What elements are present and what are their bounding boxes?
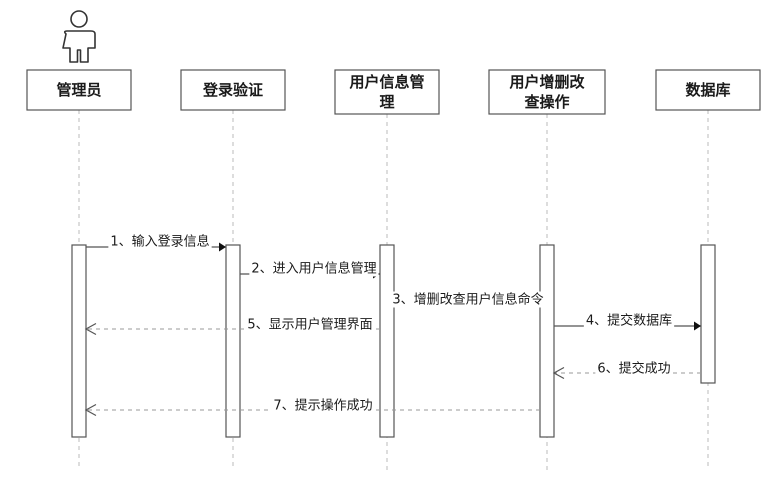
lifeline-box-database[interactable] (655, 69, 761, 111)
lifeline-box-admin[interactable] (26, 69, 132, 111)
message-arrowhead-4 (694, 321, 701, 331)
actor-head-icon (70, 10, 88, 28)
lifeline-box-user-info-manage[interactable] (334, 69, 440, 115)
message-label-6: 6、提交成功 (597, 361, 670, 377)
lifeline-box-login-verify[interactable] (180, 69, 286, 111)
message-2[interactable]: 2、进入用户信息管理 (240, 260, 380, 279)
activation-bar-admin (71, 244, 87, 438)
actor-layer (62, 10, 96, 63)
message-label-bg-1 (108, 233, 212, 250)
message-label-bg-6 (595, 360, 673, 377)
lifeline-label-user-info-manage: 用户信息管理 (349, 73, 424, 111)
message-label-bg-5 (245, 316, 375, 333)
message-label-3: 3、增删改查用户信息命令 (392, 292, 543, 308)
message-label-1: 1、输入登录信息 (110, 234, 209, 250)
message-arrowhead-1 (219, 242, 226, 252)
lifeline-label-user-crud-op: 用户增删改查操作 (509, 73, 585, 111)
activation-layer (71, 244, 716, 438)
message-label-2: 2、进入用户信息管理 (251, 261, 376, 277)
message-arrowhead-7 (84, 403, 97, 417)
lifeline-label-database: 数据库 (685, 81, 730, 99)
message-label-5: 5、显示用户管理界面 (247, 317, 372, 333)
lifeline-head-layer: 管理员 登录验证 用户信息管理 用户增删改查操作 数据库 (26, 69, 761, 115)
message-4[interactable]: 4、提交数据库 (554, 312, 701, 331)
activation-bar-login-verify (225, 244, 241, 438)
message-label-4: 4、提交数据库 (586, 313, 672, 329)
message-label-bg-2 (249, 260, 379, 277)
message-label-bg-4 (583, 312, 675, 329)
actor-body-icon (62, 30, 96, 63)
message-arrowhead-5 (84, 322, 97, 336)
message-7[interactable]: 7、提示操作成功 (84, 397, 540, 417)
message-layer: 1、输入登录信息 2、进入用户信息管理 3、增删改查用户信息命令 4、提交数据库 5、显… (84, 233, 701, 417)
message-1[interactable]: 1、输入登录信息 (86, 233, 226, 252)
lifeline-box-user-crud-op[interactable] (488, 69, 606, 115)
message-5[interactable]: 5、显示用户管理界面 (84, 316, 380, 336)
message-label-bg-7 (271, 397, 375, 414)
message-3[interactable]: 3、增删改查用户信息命令 (390, 291, 546, 308)
message-label-bg-3 (390, 291, 546, 308)
activation-bar-database (700, 244, 716, 384)
message-label-7: 7、提示操作成功 (273, 398, 372, 414)
activation-bar-user-info-manage (379, 244, 395, 438)
activation-bar-user-crud-op (539, 244, 555, 438)
message-arrowhead-6 (552, 366, 565, 380)
lifeline-label-admin: 管理员 (56, 81, 101, 99)
message-6[interactable]: 6、提交成功 (552, 360, 701, 380)
lifeline-label-login-verify: 登录验证 (202, 81, 263, 99)
